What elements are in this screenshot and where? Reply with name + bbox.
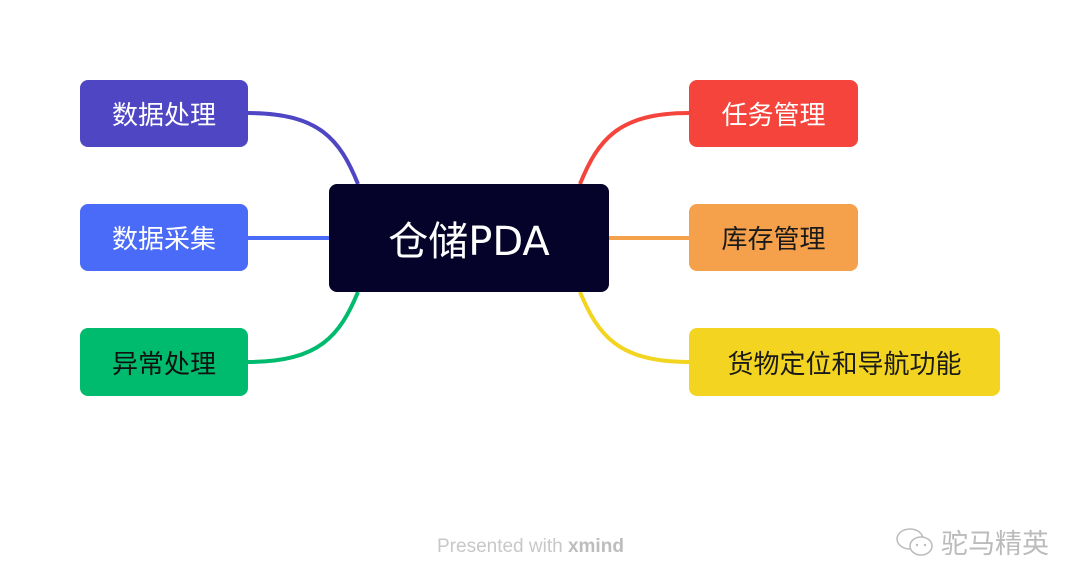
connector-right-1 bbox=[578, 111, 690, 185]
topic-inventory-management[interactable]: 库存管理 bbox=[689, 204, 858, 271]
presented-with-footer: Presented with xmind bbox=[437, 536, 624, 558]
topic-data-processing[interactable]: 数据处理 bbox=[80, 80, 248, 147]
connector-right-3 bbox=[578, 291, 690, 364]
xmind-brand: xmind bbox=[567, 536, 624, 557]
topic-data-collection[interactable]: 数据采集 bbox=[80, 204, 248, 271]
footer-prefix: Presented with bbox=[437, 536, 568, 557]
connector-left-3 bbox=[247, 291, 360, 364]
central-topic[interactable]: 仓储PDA bbox=[329, 184, 609, 292]
watermark-text: 驼马精英 bbox=[941, 529, 1049, 560]
wechat-icon bbox=[896, 527, 933, 556]
topic-task-management[interactable]: 任务管理 bbox=[689, 80, 858, 147]
topic-goods-location-navigation[interactable]: 货物定位和导航功能 bbox=[689, 328, 1000, 396]
topic-exception-handling[interactable]: 异常处理 bbox=[80, 328, 248, 396]
connector-left-1 bbox=[247, 111, 360, 185]
watermark: 驼马精英 bbox=[895, 522, 1049, 561]
